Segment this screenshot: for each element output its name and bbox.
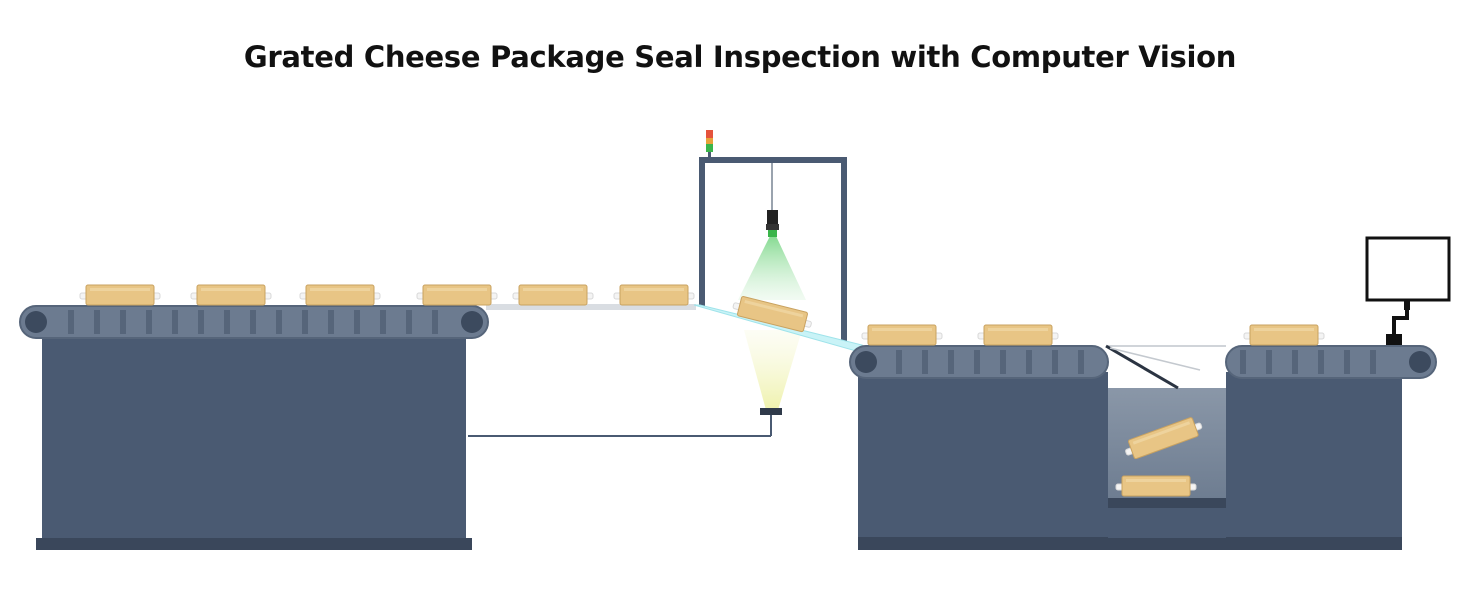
signal-tower-icon xyxy=(706,130,713,158)
monitor-icon xyxy=(1365,236,1451,345)
cheese-package xyxy=(79,284,161,306)
glass-inspection-slide xyxy=(693,304,863,352)
transfer-rail xyxy=(486,304,696,310)
left-conveyor xyxy=(19,305,489,550)
inspection-station xyxy=(468,130,863,437)
right-machine-body-right xyxy=(1226,372,1402,538)
right-conveyor xyxy=(849,236,1451,550)
cheese-package xyxy=(1243,324,1325,346)
left-belt-slats xyxy=(68,310,438,334)
lower-light-beam xyxy=(744,330,802,410)
backlight-icon xyxy=(760,408,782,436)
left-roller-end xyxy=(461,311,483,333)
reject-diverter-arm xyxy=(1105,344,1179,390)
reject-bin xyxy=(1108,388,1226,550)
diverter-swing-path xyxy=(1109,347,1201,371)
right-belt-slats-a xyxy=(896,350,1084,374)
upper-light-beam xyxy=(738,236,806,300)
right-roller-start xyxy=(855,351,877,373)
camera-gantry-frame xyxy=(699,157,847,342)
camera-icon xyxy=(766,210,779,237)
left-machine-body xyxy=(42,330,466,540)
cheese-package xyxy=(416,284,498,306)
cheese-package xyxy=(190,284,272,306)
cheese-package xyxy=(977,324,1059,346)
right-machine-body-left xyxy=(858,372,1108,538)
cheese-package xyxy=(512,284,594,306)
left-packages xyxy=(79,284,695,306)
right-belt-slats-b xyxy=(1240,350,1376,374)
cheese-package xyxy=(613,284,695,306)
left-machine-base xyxy=(36,538,472,550)
left-roller-start xyxy=(25,311,47,333)
right-packages xyxy=(861,324,1325,346)
rejected-package-in-bin xyxy=(1115,475,1197,497)
right-belt-section-b xyxy=(1225,345,1437,379)
right-roller-end xyxy=(1409,351,1431,373)
cheese-package xyxy=(861,324,943,346)
cheese-package xyxy=(299,284,381,306)
diagram-title: Grated Cheese Package Seal Inspection wi… xyxy=(243,40,1237,74)
